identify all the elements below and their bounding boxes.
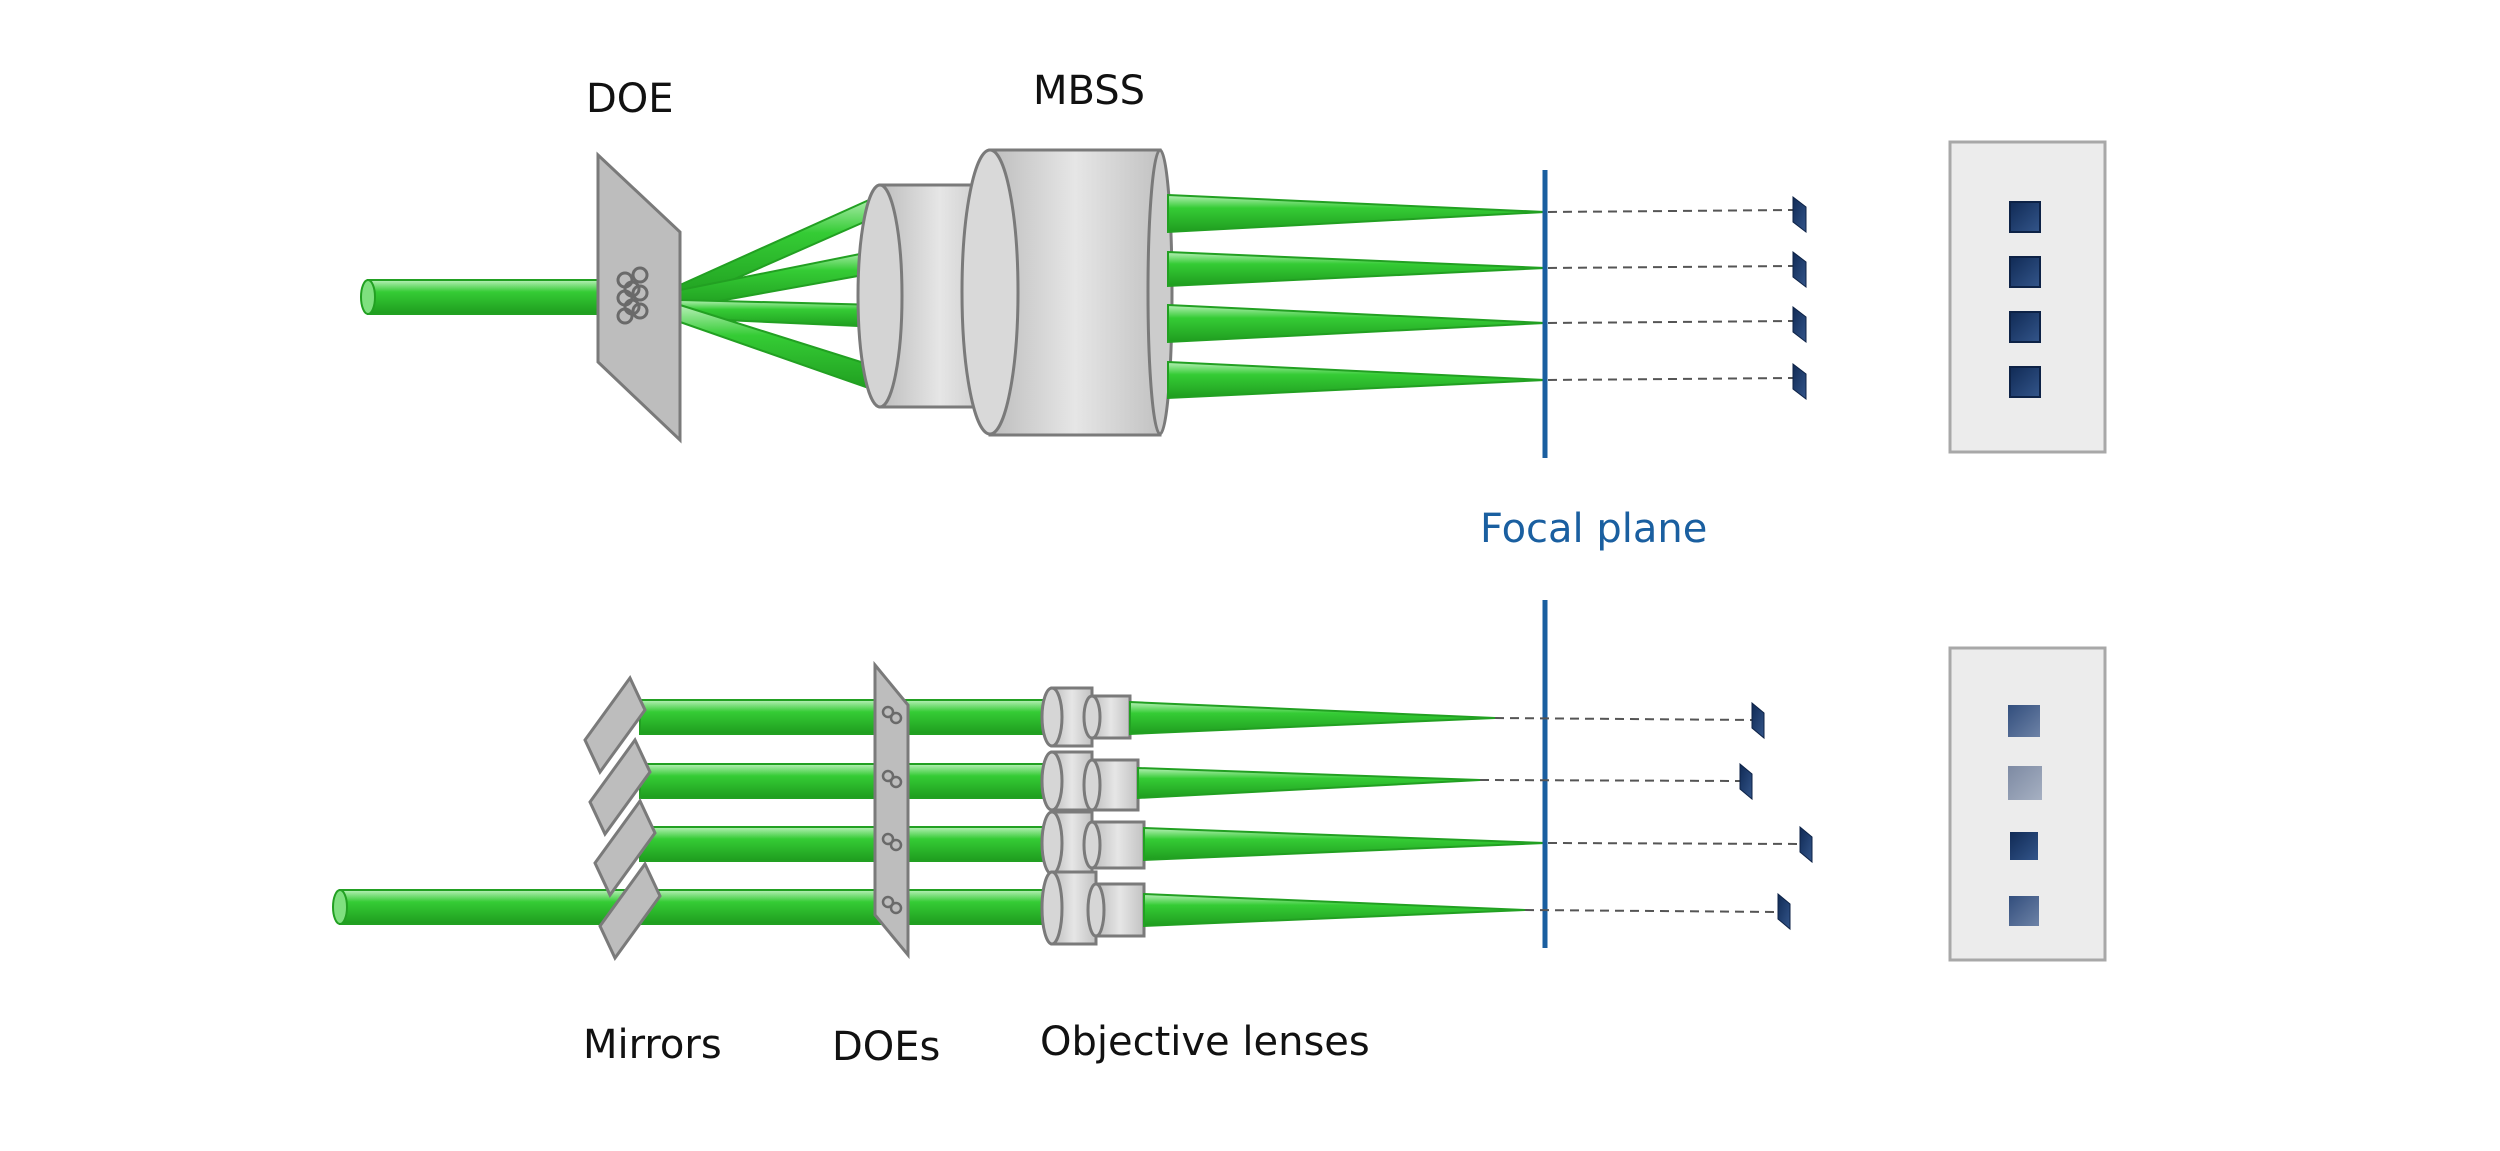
doe-plate bbox=[596, 151, 682, 444]
spots-bottom bbox=[1739, 701, 1813, 931]
mbss-large-cylinder bbox=[960, 148, 1174, 437]
spots-top bbox=[1792, 195, 1807, 401]
label-focal-plane: Focal plane bbox=[1480, 506, 1707, 552]
input-beam-bottom bbox=[332, 889, 641, 925]
input-beam-top bbox=[360, 279, 639, 315]
parallel-beams-bottom bbox=[639, 699, 1051, 925]
doe-grating-pattern bbox=[616, 266, 649, 325]
label-objective-lenses: Objective lenses bbox=[1040, 1019, 1370, 1065]
fanout-beams bbox=[679, 193, 881, 394]
focused-beams-top bbox=[1167, 193, 1546, 400]
camera-image-top bbox=[1948, 140, 2107, 454]
top-setup bbox=[360, 140, 2107, 458]
focused-beams-bottom bbox=[1129, 700, 1546, 928]
label-does: DOEs bbox=[832, 1024, 940, 1070]
mirrors bbox=[583, 675, 662, 961]
label-mbss: MBSS bbox=[1033, 68, 1145, 114]
objective-lenses bbox=[1040, 686, 1146, 946]
label-mirrors: Mirrors bbox=[583, 1022, 722, 1068]
dashed-projections-bottom bbox=[1479, 717, 1806, 913]
camera-image-bottom bbox=[1948, 646, 2107, 962]
dashed-projections-top bbox=[1547, 209, 1796, 381]
bottom-setup bbox=[332, 600, 2107, 962]
does-plates bbox=[873, 660, 910, 960]
label-doe: DOE bbox=[586, 76, 674, 122]
